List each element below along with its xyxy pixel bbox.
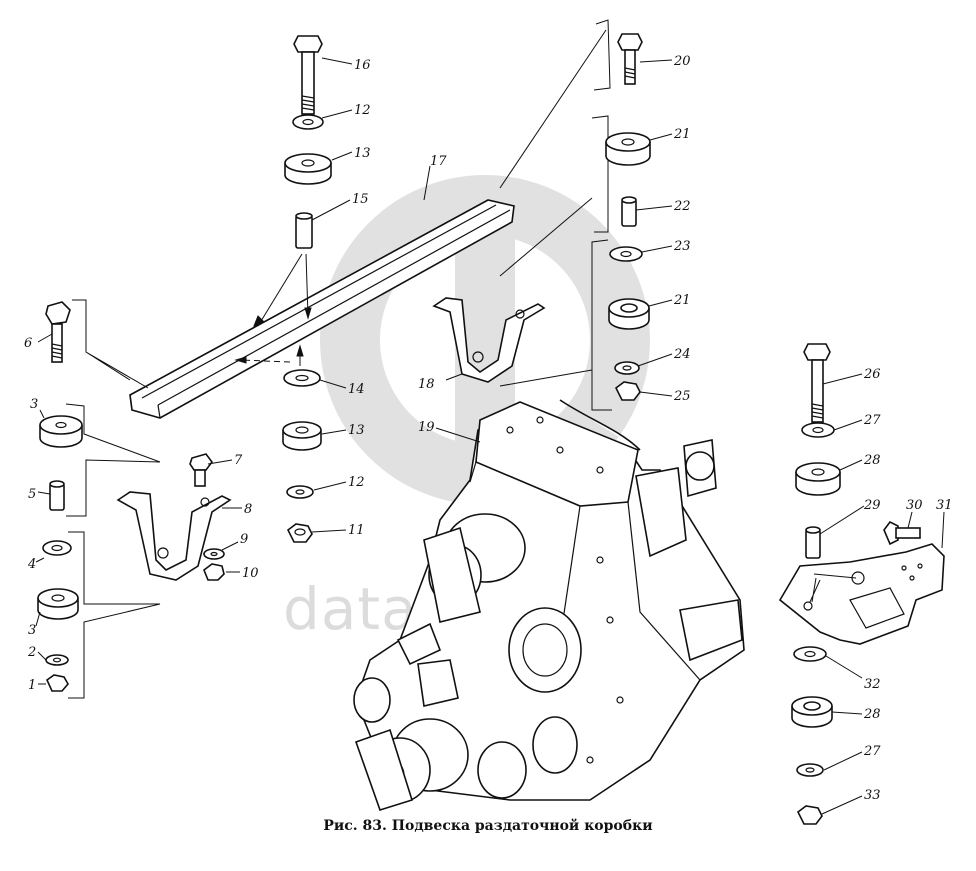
callout-11: 11 [348, 523, 365, 538]
callout-27a: 27 [863, 413, 881, 428]
channel-beam-17-drawing [129, 199, 515, 419]
callout-21a: 21 [673, 127, 691, 142]
figure-caption: Рис. 83. Подвеска раздаточной коробки [323, 818, 653, 834]
washer-12b-drawing [286, 485, 314, 499]
bracket-18-drawing [432, 297, 546, 383]
callout-12a: 12 [354, 103, 371, 118]
bracket-8-drawing [116, 491, 232, 581]
callout-8: 8 [244, 502, 252, 517]
callout-25: 25 [673, 389, 691, 404]
callout-22: 22 [673, 199, 691, 214]
callout-28b: 28 [863, 707, 881, 722]
cushion-13-drawing [284, 153, 332, 185]
callout-6: 6 [24, 336, 32, 351]
callout-33: 33 [864, 788, 881, 803]
bolt-7-drawing [189, 453, 213, 487]
sleeve-22-drawing [621, 196, 637, 227]
leader-lines [35, 57, 945, 815]
assembly-arrows [234, 253, 312, 366]
washer-32-drawing [793, 646, 827, 662]
bracket-31-drawing [778, 543, 945, 645]
callout-26: 26 [863, 367, 881, 382]
washer-2-drawing [45, 654, 69, 666]
callout-12b: 12 [348, 475, 365, 490]
bolt-16-drawing [293, 35, 323, 115]
nut-1-drawing [45, 674, 69, 692]
callout-3a: 3 [30, 397, 38, 412]
callout-9: 9 [240, 532, 248, 547]
washer-27a-drawing [801, 422, 835, 438]
callout-17: 17 [430, 154, 447, 169]
callout-7: 7 [234, 453, 243, 468]
callout-29: 29 [863, 498, 881, 513]
sleeve-29-drawing [805, 526, 821, 559]
washer-12-drawing [292, 114, 324, 130]
callout-1: 1 [28, 678, 36, 693]
callout-27b: 27 [863, 744, 881, 759]
callout-23: 23 [673, 239, 691, 254]
transfer-case-19-drawing [353, 399, 745, 811]
callout-20: 20 [673, 54, 691, 69]
nut-33-drawing [796, 805, 823, 825]
bracket-lines-6 [72, 299, 149, 389]
washer-27b-drawing [796, 763, 824, 777]
washer-23-drawing [609, 246, 643, 262]
callout-4: 4 [27, 557, 36, 572]
callout-30: 30 [906, 498, 923, 513]
callout-18: 18 [418, 377, 435, 392]
cushion-28b-drawing [791, 696, 833, 728]
callout-19: 19 [418, 420, 435, 435]
bolt-6-drawing [45, 301, 71, 363]
washer-14-drawing [283, 369, 321, 387]
callout-13a: 13 [354, 146, 371, 161]
cushion-13b-drawing [282, 421, 322, 451]
callout-10: 10 [242, 566, 259, 581]
cushion-3b-drawing [37, 588, 79, 620]
callout-labels: 16 12 13 17 15 6 14 13 12 11 3 5 7 8 9 1… [24, 54, 953, 803]
callout-3b: 3 [28, 623, 36, 638]
bracket-lines-3-5 [65, 403, 161, 517]
callout-5: 5 [28, 487, 36, 502]
cushion-28a-drawing [795, 462, 841, 496]
washer-4-drawing [42, 540, 72, 556]
callout-2: 2 [27, 645, 36, 660]
bracket-arrows-31 [809, 573, 857, 603]
bracket-lines-23-25 [499, 239, 612, 411]
bolt-20-drawing [617, 33, 643, 85]
bolt-26-drawing [803, 343, 831, 423]
callout-15: 15 [352, 192, 369, 207]
callout-31: 31 [936, 498, 953, 513]
callout-13b: 13 [348, 423, 365, 438]
bracket-lines-1-4 [68, 531, 161, 699]
sleeve-5-drawing [49, 480, 65, 511]
callout-21b: 21 [673, 293, 691, 308]
nut-11-drawing [286, 523, 313, 543]
bracket-lines-17-20 [499, 19, 611, 189]
cushion-21a-drawing [605, 132, 651, 166]
nut-9-drawing [203, 548, 225, 560]
cushion-21b-drawing [608, 298, 650, 330]
washer-24-drawing [614, 361, 640, 375]
callout-14: 14 [348, 382, 365, 397]
nut-10-drawing [203, 563, 225, 581]
bracket-lines-21-22 [499, 115, 609, 277]
callout-16: 16 [354, 58, 371, 73]
callout-32: 32 [864, 677, 881, 692]
cushion-3a-drawing [39, 415, 83, 448]
bolt-30-drawing [883, 520, 921, 546]
callout-24: 24 [673, 347, 691, 362]
callout-28a: 28 [863, 453, 881, 468]
sleeve-15-drawing [295, 212, 313, 249]
